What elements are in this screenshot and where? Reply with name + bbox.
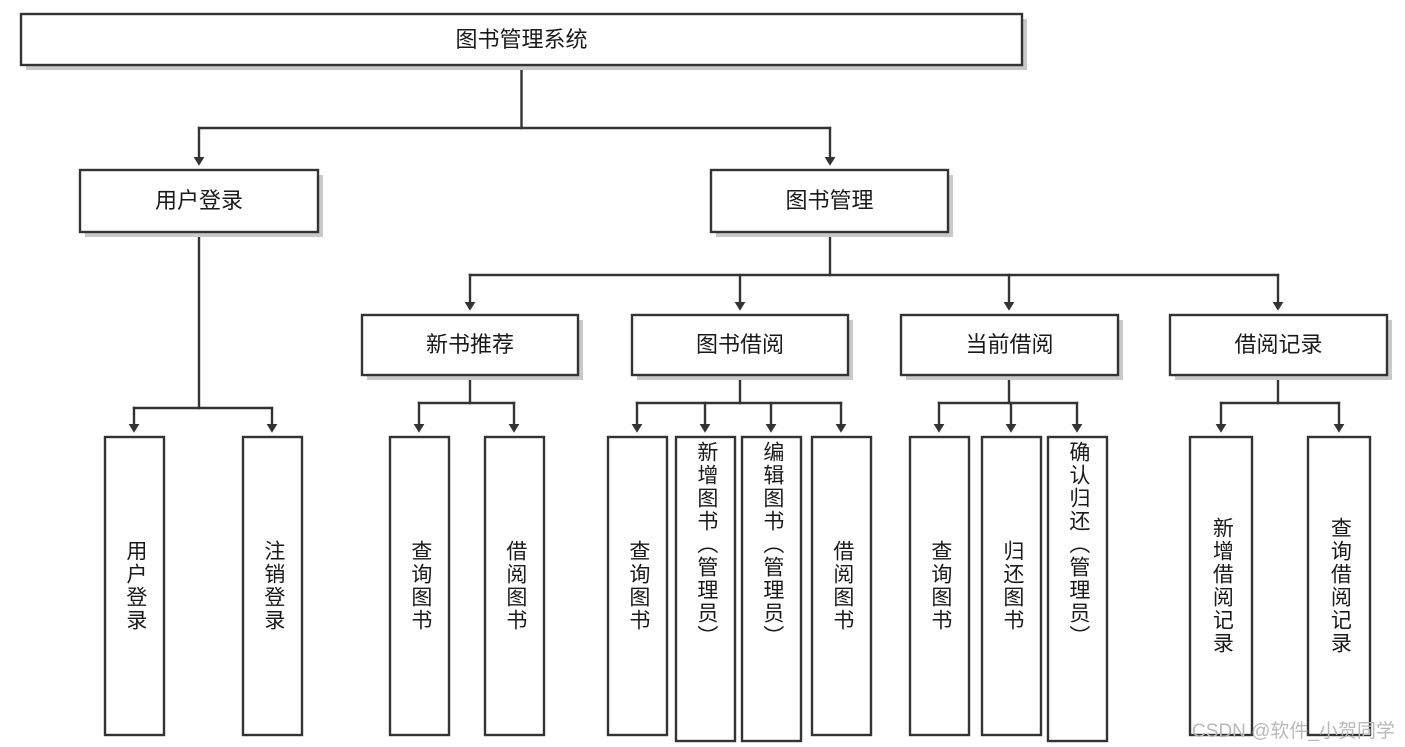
leaf-box-bb-query-book[interactable] [606, 435, 669, 737]
node-current-borrow-label: 当前借阅 [965, 332, 1053, 357]
node-user-login[interactable]: 用户登录 [78, 168, 323, 237]
leaf-box-br-query-record[interactable] [1306, 435, 1372, 737]
leaf-box-bb-edit-book[interactable] [740, 435, 803, 743]
leaf-box-logout[interactable] [241, 435, 304, 737]
leaf-box-nbr-borrow-book[interactable] [483, 435, 546, 737]
leaf-box-cb-confirm-return[interactable] [1046, 435, 1109, 743]
leaf-box-bb-borrow-book[interactable] [810, 435, 873, 737]
leaf-rects [103, 435, 1372, 743]
node-new-book-recommend[interactable]: 新书推荐 [360, 313, 583, 380]
node-current-borrow[interactable]: 当前借阅 [899, 313, 1123, 380]
leaf-box-nbr-query-book[interactable] [388, 435, 451, 737]
node-new-book-recommend-label: 新书推荐 [426, 332, 514, 357]
node-book-management-label: 图书管理 [785, 188, 873, 213]
node-layer: 图书管理系统 用户登录 图书管理 新书推荐 图书 [19, 12, 1392, 743]
node-book-borrow-label: 图书借阅 [696, 332, 784, 357]
leaf-box-br-add-record[interactable] [1188, 435, 1254, 737]
node-user-login-label: 用户登录 [155, 188, 243, 213]
leaf-box-user-login[interactable] [103, 435, 166, 737]
node-book-borrow[interactable]: 图书借阅 [630, 313, 853, 380]
node-book-management[interactable]: 图书管理 [709, 168, 953, 237]
node-root[interactable]: 图书管理系统 [19, 12, 1027, 70]
node-borrow-record-label: 借阅记录 [1234, 332, 1322, 357]
connector-layer [128, 63, 1345, 433]
leaf-box-cb-return-book[interactable] [980, 435, 1043, 737]
leaf-box-cb-query-book[interactable] [908, 435, 971, 737]
node-root-label: 图书管理系统 [455, 27, 587, 52]
node-borrow-record[interactable]: 借阅记录 [1168, 313, 1392, 380]
leaf-box-bb-add-book[interactable] [674, 435, 737, 743]
watermark-text: CSDN @软件_小贺同学 [1192, 721, 1395, 742]
